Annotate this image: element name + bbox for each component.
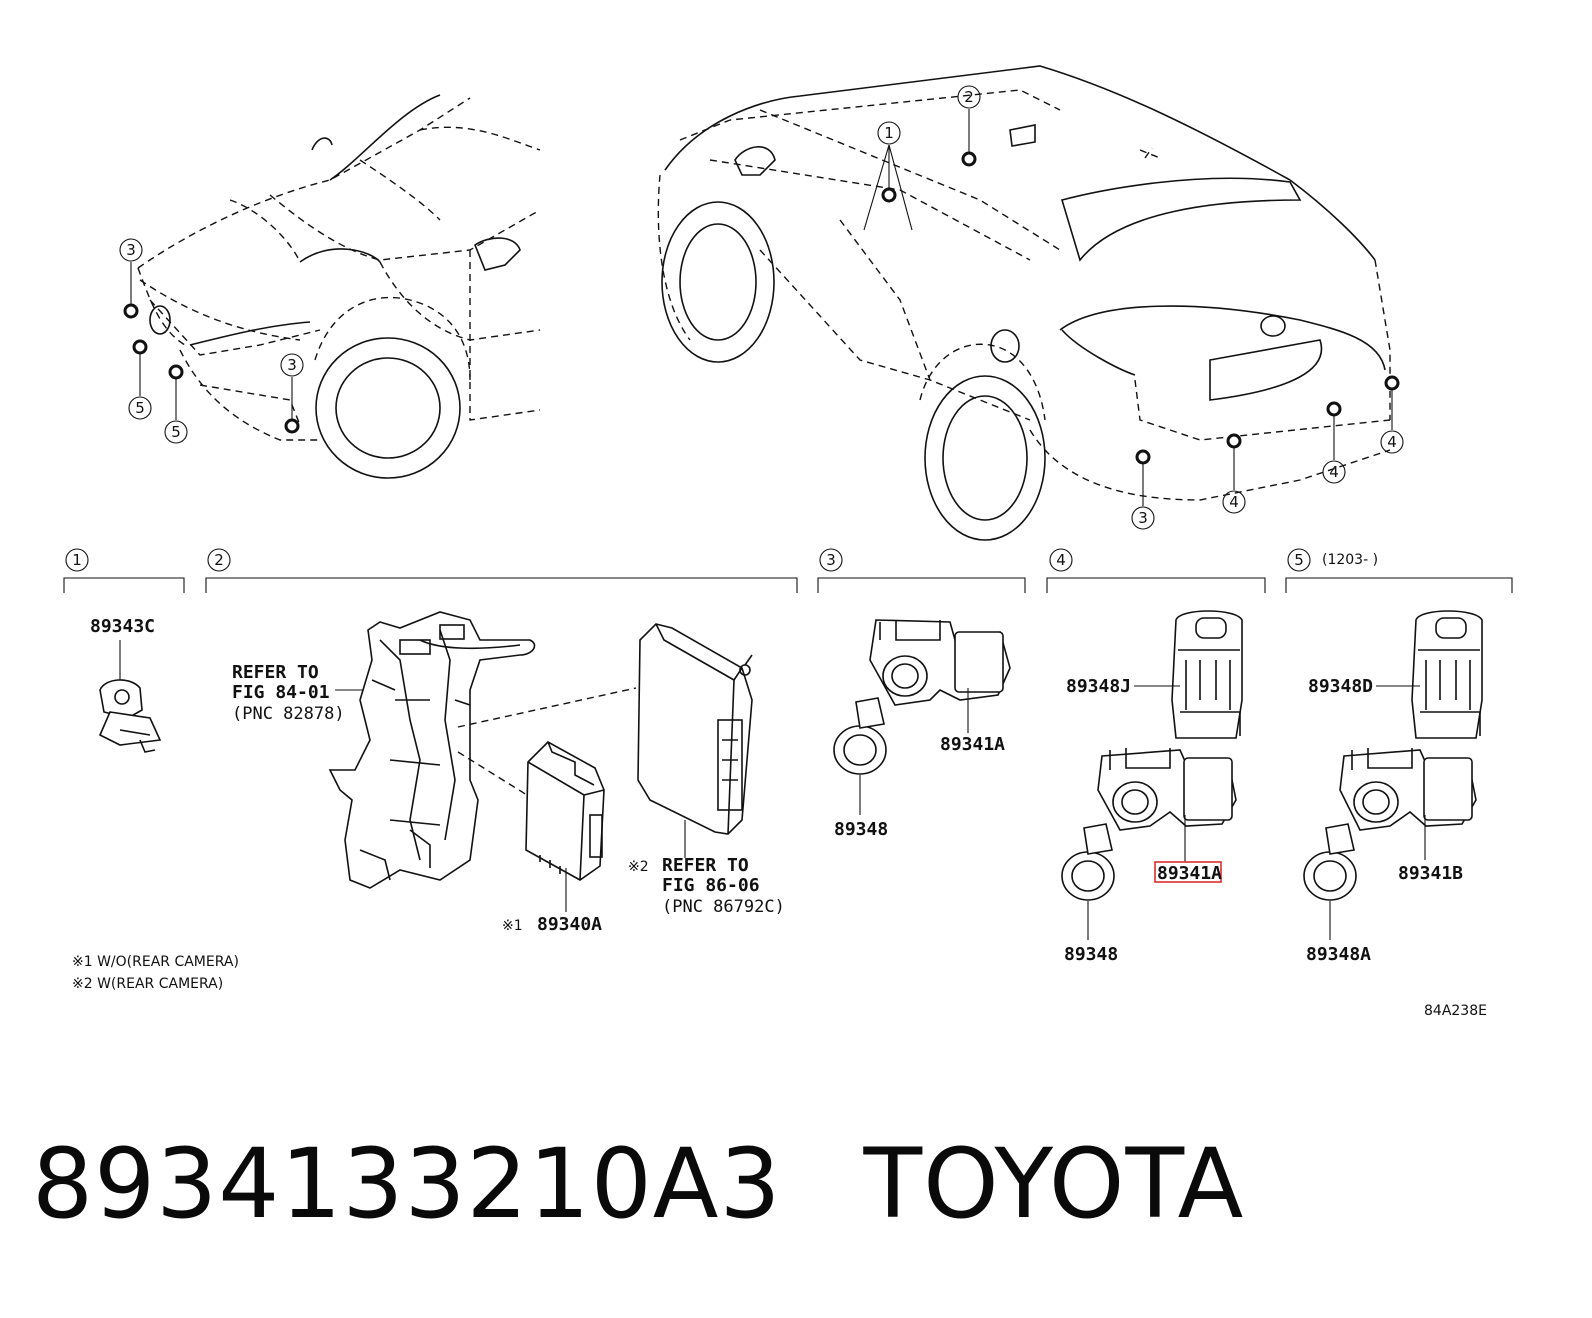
section-4-parts: 89348J 89341A 89348 — [1061, 610, 1243, 965]
front-car-illustration — [137, 94, 541, 479]
svg-text:REFER TO: REFER TO — [662, 855, 749, 876]
svg-text:1: 1 — [72, 551, 82, 569]
bracket-drawing — [328, 611, 536, 889]
part-caption: 8934133210A3 TOYOTA — [32, 1128, 1326, 1240]
svg-text:3: 3 — [1138, 509, 1148, 527]
svg-text:4: 4 — [1229, 493, 1239, 511]
sensor-89343C-drawing — [98, 679, 162, 753]
callout-4: 4 — [1222, 490, 1246, 514]
section-1-header: 1 — [63, 548, 185, 593]
bracket-89348J-drawing — [1171, 610, 1243, 739]
section-3-parts: 89341A 89348 — [833, 619, 1011, 840]
part-label-89348D: 89348D — [1308, 676, 1373, 697]
callout-3: 3 — [280, 353, 304, 377]
svg-text:2: 2 — [214, 551, 224, 569]
sensor-89341B-drawing — [1339, 748, 1477, 831]
callout-2: 2 — [957, 85, 981, 109]
svg-text:5: 5 — [1294, 551, 1304, 569]
figure-code: 84A238E — [1424, 1003, 1487, 1019]
svg-text:3: 3 — [126, 241, 136, 259]
part-number: 8934133210A3 — [32, 1128, 782, 1240]
ecu-drawing — [637, 623, 753, 835]
svg-text:3: 3 — [287, 356, 297, 374]
part-label-89341A-s3: 89341A — [940, 734, 1005, 755]
section-5-header: 5 (1203- ) — [1285, 548, 1513, 593]
svg-text:FIG 84-01: FIG 84-01 — [232, 682, 330, 703]
svg-text:5: 5 — [135, 399, 145, 417]
svg-text:4: 4 — [1329, 463, 1339, 481]
callout-3: 3 — [1131, 506, 1155, 530]
svg-text:REFER TO: REFER TO — [232, 662, 319, 683]
bezel-89348-s3-drawing — [833, 697, 887, 775]
part-label-89341A-s4-highlighted: 89341A — [1157, 863, 1222, 884]
section-5-parts: 89348D 89341B 89348A — [1303, 610, 1483, 965]
svg-text:1: 1 — [884, 124, 894, 142]
svg-text:5: 5 — [171, 423, 181, 441]
svg-text:(1203- ): (1203- ) — [1322, 552, 1378, 568]
section-2-parts: REFER TO FIG 84-01 (PNC 82878) ※1 89340A — [232, 611, 785, 935]
sensor-89341A-s4-drawing — [1097, 748, 1237, 831]
svg-text:2: 2 — [964, 88, 974, 106]
part-label-89340A: 89340A — [537, 914, 602, 935]
part-label-89348-s3: 89348 — [834, 819, 888, 840]
part-label-89348-s4: 89348 — [1064, 944, 1118, 965]
bezel-89348A-drawing — [1303, 823, 1357, 901]
callout-5: 5 — [164, 420, 188, 444]
section-headers: 1 2 3 4 5 (1203- ) — [63, 548, 1513, 593]
part-label-89348A: 89348A — [1306, 944, 1371, 965]
section-1-parts: 89343C — [90, 616, 162, 753]
front-callouts: 3 5 5 3 — [119, 238, 304, 444]
sensor-89341A-drawing — [869, 619, 1011, 706]
module-89340A-drawing — [525, 741, 605, 881]
svg-text:FIG 86-06: FIG 86-06 — [662, 875, 760, 896]
svg-text:(PNC 82878): (PNC 82878) — [232, 704, 345, 724]
section-2-header: 2 — [205, 548, 798, 593]
section-4-header: 4 — [1046, 548, 1266, 593]
footnotes: ※1 W/O(REAR CAMERA) ※2 W(REAR CAMERA) 84… — [72, 954, 1487, 1019]
part-label-89341B: 89341B — [1398, 863, 1463, 884]
svg-text:4: 4 — [1056, 551, 1066, 569]
rear-car-illustration — [657, 65, 1391, 541]
callout-4: 4 — [1322, 460, 1346, 484]
part-label-89343C: 89343C — [90, 616, 155, 637]
svg-text:4: 4 — [1387, 433, 1397, 451]
callout-4: 4 — [1380, 430, 1404, 454]
part-label-89348J: 89348J — [1066, 676, 1131, 697]
rear-callouts: 1 2 3 4 4 4 — [863, 85, 1404, 530]
svg-text:※2: ※2 — [628, 859, 649, 875]
highlight-box — [1154, 861, 1222, 883]
note-w-o-rear-camera: ※1 W/O(REAR CAMERA) — [72, 954, 239, 970]
callout-1: 1 — [877, 121, 901, 145]
bezel-89348-s4-drawing — [1061, 823, 1115, 901]
svg-text:3: 3 — [826, 551, 836, 569]
note-w-rear-camera: ※2 W(REAR CAMERA) — [72, 976, 223, 992]
callout-3: 3 — [119, 238, 143, 262]
bracket-89348D-drawing — [1411, 610, 1483, 739]
svg-text:(PNC 86792C): (PNC 86792C) — [662, 897, 785, 917]
brand-name: TOYOTA — [863, 1128, 1245, 1240]
callout-5: 5 — [128, 396, 152, 420]
section-3-header: 3 — [817, 548, 1026, 593]
svg-text:※1: ※1 — [502, 918, 523, 934]
